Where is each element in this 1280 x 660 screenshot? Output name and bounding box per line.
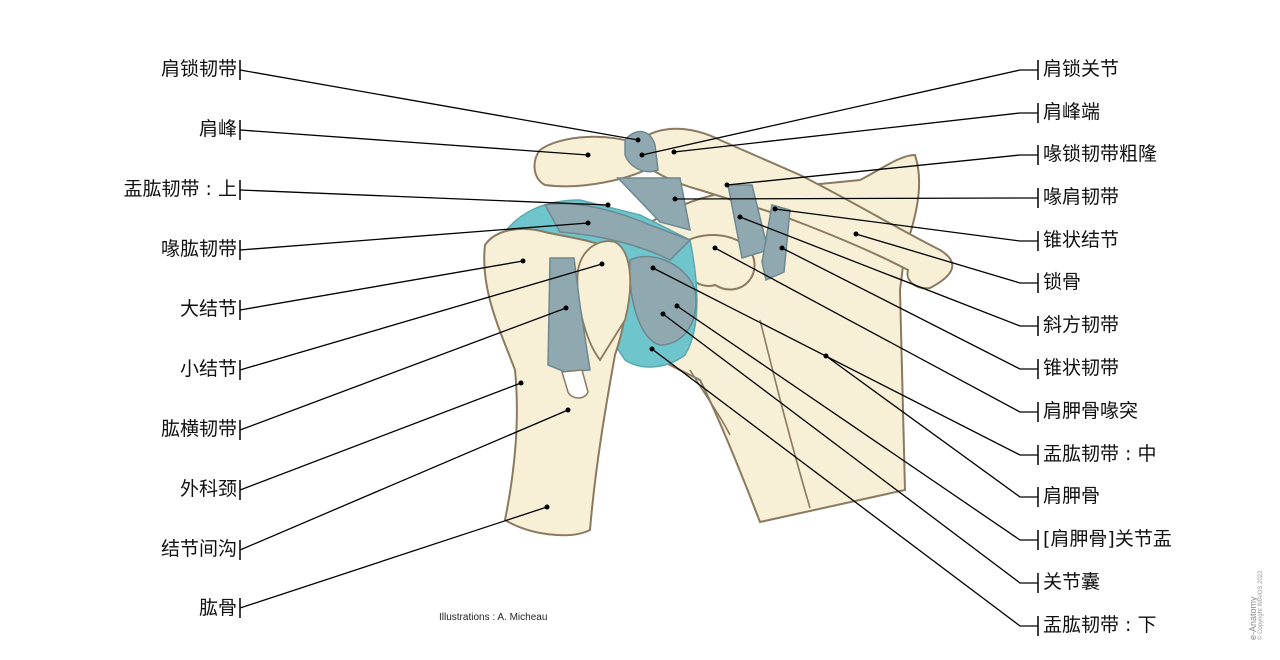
watermark: e-Anatomy © Copyright IMAIOS 2022	[1248, 571, 1264, 640]
label-superior-glenohumeral-ligament: 盂肱韧带 : 上	[123, 178, 237, 200]
label-conoid-ligament: 锥状韧带	[1043, 357, 1120, 379]
illustration-credit: Illustrations : A. Micheau	[439, 612, 548, 623]
coracohumeral-ligament-shape	[543, 202, 692, 261]
biceps-tendon-shape	[561, 369, 589, 399]
watermark-brand: e-Anatomy	[1248, 596, 1258, 640]
label-inferior-glenohumeral-ligament: 盂肱韧带 : 下	[1043, 614, 1157, 636]
label-surgical-neck: 外科颈	[179, 478, 237, 500]
coracoacromial-ligament-shape	[616, 177, 691, 232]
leader-lines-left	[239, 69, 639, 609]
label-acromial-end: 肩峰端	[1043, 101, 1101, 123]
conoid-ligament-shape	[761, 204, 791, 282]
label-acromioclavicular-joint: 肩锁关节	[1043, 58, 1120, 80]
label-acromioclavicular-ligament: 肩锁韧带	[160, 58, 237, 80]
label-coracoacromial-ligament: 喙肩韧带	[1043, 186, 1120, 208]
label-transverse-humeral-ligament: 肱横韧带	[160, 418, 237, 440]
label-clavicle: 锁骨	[1043, 271, 1082, 293]
scapula-ridge	[759, 319, 811, 509]
label-trapezoid-ligament: 斜方韧带	[1043, 314, 1120, 336]
label-greater-tubercle: 大结节	[179, 298, 237, 320]
scapula-ridge-2	[689, 369, 731, 436]
label-intertubercular-groove: 结节间沟	[160, 538, 237, 560]
watermark-copyright: © Copyright IMAIOS 2022	[1258, 570, 1264, 640]
label-joint-capsule: 关节囊	[1043, 571, 1101, 593]
ac-joint-shape	[624, 130, 659, 173]
label-coracohumeral-ligament: 喙肱韧带	[160, 238, 237, 260]
label-scapula: 肩胛骨	[1043, 485, 1101, 507]
label-coracoid-process: 肩胛骨喙突	[1043, 400, 1139, 422]
transverse-ligament-shape	[547, 257, 591, 373]
label-acromion: 肩峰	[198, 118, 237, 140]
label-glenoid-cavity: [肩胛骨]关节盂	[1043, 528, 1172, 550]
anchor-dots	[518, 137, 859, 510]
label-coracoclavicular-tuberosity: 喙锁韧带粗隆	[1043, 143, 1158, 165]
leader-lines-right	[641, 69, 1038, 627]
label-conoid-tubercle: 锥状结节	[1043, 229, 1120, 251]
label-lesser-tubercle: 小结节	[179, 358, 237, 380]
label-humerus: 肱骨	[198, 597, 237, 619]
label-middle-glenohumeral-ligament: 盂肱韧带 : 中	[1043, 443, 1157, 465]
